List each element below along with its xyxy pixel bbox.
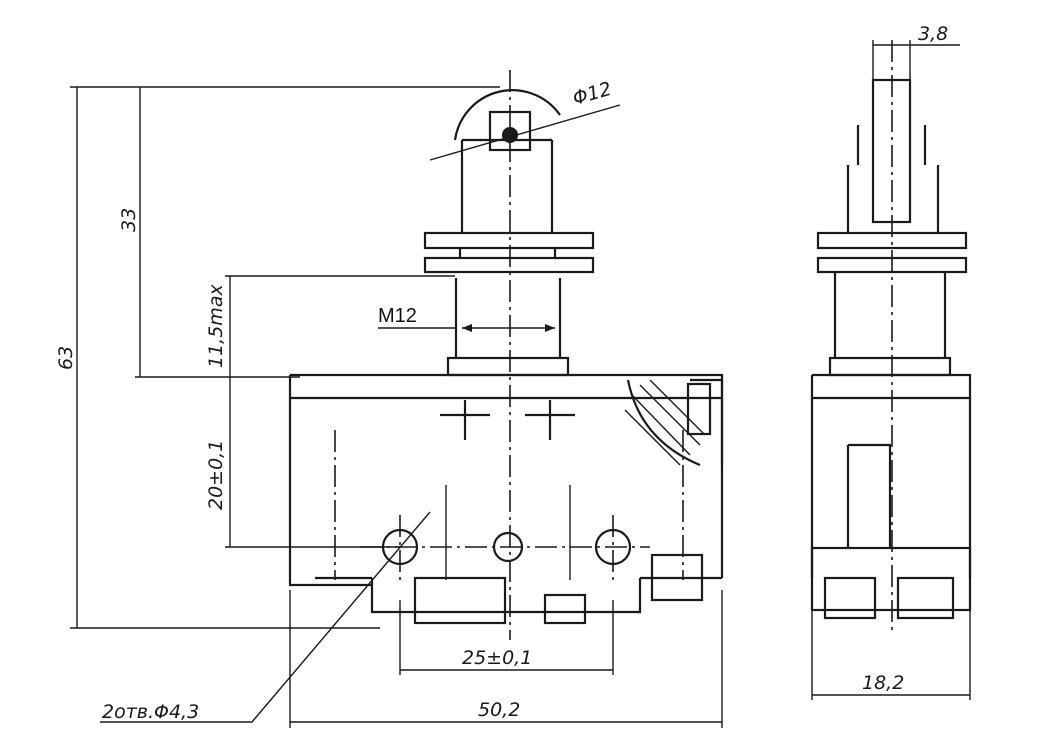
- dim-holes: 2отв.Φ4,3: [102, 701, 199, 723]
- dim-50-2: 50,2: [478, 699, 520, 721]
- dim-18-2: 18,2: [862, 672, 904, 694]
- dim-3-8: 3,8: [918, 23, 948, 45]
- dim-roller-diameter: Φ12: [570, 78, 614, 110]
- dim-m12: M12: [378, 305, 417, 327]
- dim-25: 25±0,1: [462, 647, 532, 669]
- dim-11-5max: 11,5max: [205, 284, 227, 368]
- front-view: [288, 70, 724, 640]
- dim-33: 33: [118, 208, 140, 232]
- dim-20: 20±0,1: [205, 440, 227, 510]
- dimension-lines: [70, 40, 971, 728]
- side-view: [810, 40, 972, 630]
- dim-63: 63: [55, 346, 77, 370]
